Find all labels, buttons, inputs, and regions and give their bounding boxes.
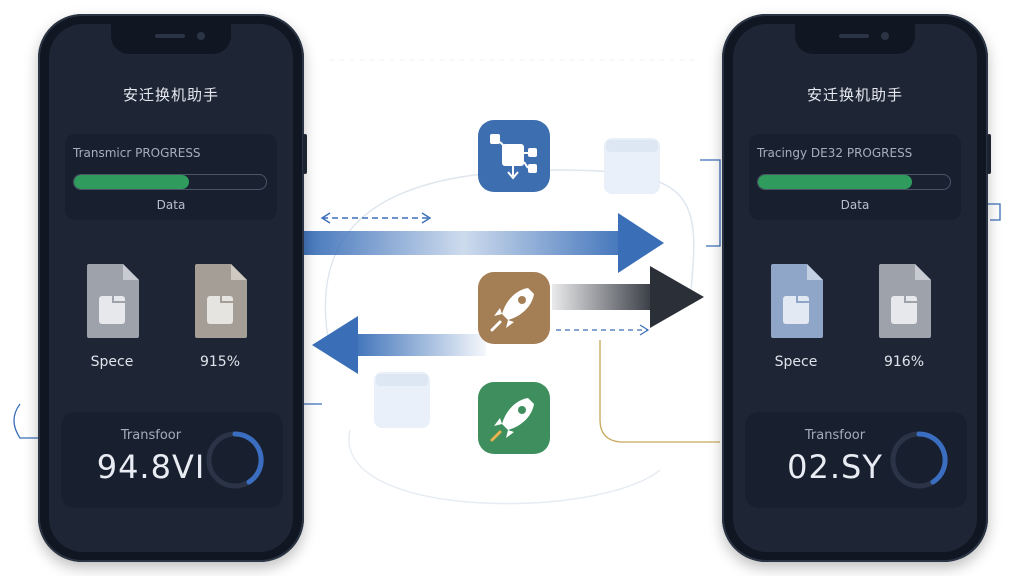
arrow-left-blue xyxy=(312,316,486,374)
speaker xyxy=(839,34,869,38)
progress-label: Transmicr PROGRESS xyxy=(73,146,201,160)
notch xyxy=(111,24,231,54)
camera xyxy=(197,32,205,40)
file-caption: 916% xyxy=(883,354,925,370)
progress-label: Tracingy DE32 PROGRESS xyxy=(757,146,913,160)
transfer-value: 02.SY xyxy=(787,448,883,486)
file-caption: Spece xyxy=(90,354,134,370)
document-icon[interactable] xyxy=(769,262,825,340)
dashed-arrow-top xyxy=(320,212,432,224)
transfer-card: Transfoor 02.SY xyxy=(745,412,967,508)
phone-right: 安迁换机助手 Tracingy DE32 PROGRESS Data Spece xyxy=(722,14,991,562)
transfer-label: Transfoor xyxy=(804,428,866,443)
document-icon[interactable] xyxy=(193,262,249,340)
document-icon[interactable] xyxy=(85,262,141,340)
phone-screen: 安迁换机助手 Transmicr PROGRESS Data Spece xyxy=(49,24,293,552)
progress-card: Transmicr PROGRESS Data xyxy=(65,134,277,220)
progress-ring xyxy=(206,431,264,489)
app-title: 安迁换机助手 xyxy=(122,86,219,104)
dashed-arrow-mid xyxy=(556,324,650,336)
rocket-icon xyxy=(478,382,550,454)
file-caption: 915% xyxy=(199,354,241,370)
side-button xyxy=(303,134,307,174)
progress-caption: Data xyxy=(156,198,186,212)
transfer-label: Transfoor xyxy=(120,428,182,443)
document-icon[interactable] xyxy=(877,262,933,340)
tile-decor xyxy=(374,138,660,428)
arrow-right-blue xyxy=(304,213,664,273)
side-button xyxy=(987,134,991,174)
progress-fill xyxy=(758,175,912,189)
progress-bar xyxy=(73,174,267,190)
progress-bar xyxy=(757,174,951,190)
speaker xyxy=(155,34,185,38)
progress-ring xyxy=(890,431,948,489)
network-transfer-icon xyxy=(478,120,550,192)
progress-fill xyxy=(74,175,190,189)
phone-left: 安迁换机助手 Transmicr PROGRESS Data Spece xyxy=(38,14,307,562)
camera xyxy=(881,32,889,40)
arrow-right-dark xyxy=(552,266,704,328)
file-caption: Spece xyxy=(774,354,818,370)
progress-caption: Data xyxy=(840,198,870,212)
phone-screen: 安迁换机助手 Tracingy DE32 PROGRESS Data Spece xyxy=(733,24,977,552)
progress-card: Tracingy DE32 PROGRESS Data xyxy=(749,134,961,220)
notch xyxy=(795,24,915,54)
transfer-value: 94.8VI xyxy=(96,448,206,486)
transfer-card: Transfoor 94.8VI xyxy=(61,412,283,508)
rocket-icon xyxy=(478,272,550,344)
app-title: 安迁换机助手 xyxy=(806,86,903,104)
